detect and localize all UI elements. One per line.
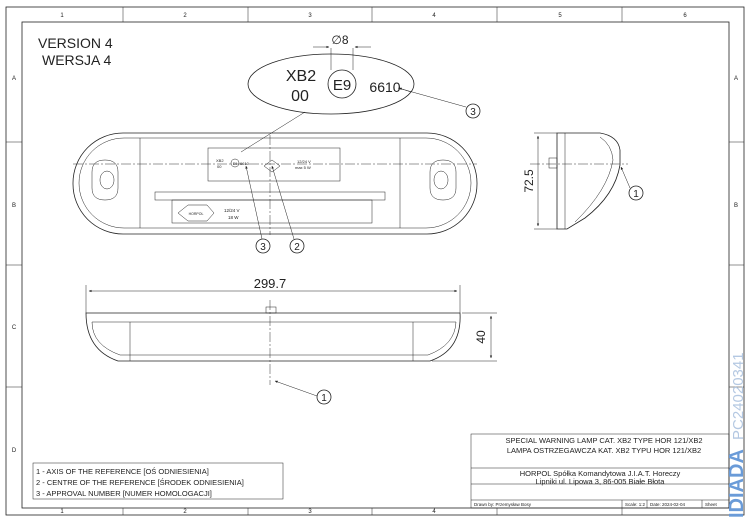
front-label-emark: E9 [233, 162, 237, 166]
date-label: Date: 2024-02-04 [650, 502, 686, 507]
front-label-series: 00 [217, 164, 222, 169]
row-letter: B [734, 203, 738, 209]
column-number: 3 [308, 509, 312, 515]
version-label-pl: WERSJA 4 [42, 52, 111, 68]
callouts: 3 3 2 1 1 [255, 103, 644, 405]
approval-mark-detail: ∅8 XB2 00 E9 6610 [240, 33, 467, 153]
dimension-height: 72.5 [522, 169, 536, 193]
callout-axis-reference: 1 [633, 189, 639, 200]
column-numbers-top: 1 2 3 4 5 6 [60, 13, 687, 19]
legend-item-approval: 3 - APPROVAL NUMBER [NUMER HOMOLOGACJI] [36, 489, 212, 498]
column-number: 3 [308, 13, 312, 19]
version-label: VERSION 4 [38, 35, 113, 51]
column-dividers [6, 7, 744, 515]
approval-number: 6610 [369, 79, 400, 95]
row-letter: D [12, 448, 17, 454]
column-number: 2 [183, 13, 187, 19]
legend-item-axis: 1 - AXIS OF THE REFERENCE [OŚ ODNIESIENI… [36, 467, 209, 476]
bottom-view-lamp: 299.7 40 [85, 276, 497, 385]
company-name: HORPOL Spółka Komandytowa J.I.A.T. Horec… [520, 469, 681, 478]
front-spec-top-voltage: 12/24 V [297, 159, 311, 164]
row-letter: A [12, 76, 16, 82]
title-english: SPECIAL WARNING LAMP CAT. XB2 TYPE HOR 1… [505, 436, 702, 445]
approval-series: 00 [291, 88, 309, 105]
scale-label: Scale: 1:2 [625, 502, 646, 507]
front-logo-text: HORPOL [189, 212, 204, 216]
watermark-brand: IDIADA [726, 449, 748, 518]
front-view-lamp: XB2 00 E9 6610 12/24 V max 5 W HORPOL 12… [72, 132, 478, 240]
front-spec-top-power: max 5 W [295, 165, 311, 170]
callout-centre-reference: 2 [294, 242, 300, 253]
front-label-category: XB2 [216, 158, 224, 163]
row-letters-right: A B [734, 76, 738, 209]
front-spec-bottom-voltage: 12/24 V [224, 208, 240, 213]
side-view-lamp: 72.5 [522, 132, 628, 230]
column-number: 5 [558, 13, 562, 19]
callout-axis-reference: 1 [321, 393, 327, 404]
watermark: IDIADA PC24020341 [726, 352, 748, 518]
outer-frame [5, 6, 745, 516]
callout-approval-number: 3 [470, 107, 476, 118]
watermark-code: PC24020341 [730, 352, 747, 440]
column-number: 4 [432, 509, 436, 515]
legend-box: 1 - AXIS OF THE REFERENCE [OŚ ODNIESIENI… [32, 462, 284, 500]
title-polish: LAMPA OSTRZEGAWCZA KAT. XB2 TYPU HOR 121… [507, 446, 701, 455]
title-block: SPECIAL WARNING LAMP CAT. XB2 TYPE HOR 1… [470, 433, 730, 509]
row-letter: A [734, 76, 738, 82]
front-label-number: 6610 [240, 161, 250, 166]
dimension-depth: 40 [474, 330, 488, 344]
column-number: 2 [183, 509, 187, 515]
dimension-length: 299.7 [254, 276, 287, 291]
callout-approval-number: 3 [260, 242, 266, 253]
approval-category: XB2 [286, 68, 316, 85]
row-letter: B [12, 203, 16, 209]
front-spec-bottom-power: 18 W [228, 215, 239, 220]
column-number: 6 [683, 13, 687, 19]
company-address: Lipniki ul. Lipowa 3, 86-005 Białe Błota [536, 477, 666, 486]
column-number: 1 [60, 13, 64, 19]
column-number: 4 [432, 13, 436, 19]
row-letter: C [12, 325, 17, 331]
e-mark: E9 [333, 77, 351, 94]
drawn-by: Drawn by: Przemysław Bosy [474, 502, 532, 507]
column-number: 1 [60, 509, 64, 515]
row-letters-left: A B C D [12, 76, 17, 454]
sheet-label: Sheet [705, 502, 718, 507]
legend-item-centre: 2 - CENTRE OF THE REFERENCE [ŚRODEK ODNI… [36, 478, 244, 487]
diameter-label: ∅8 [331, 33, 348, 47]
column-numbers-bottom: 1 2 3 4 [60, 509, 436, 515]
